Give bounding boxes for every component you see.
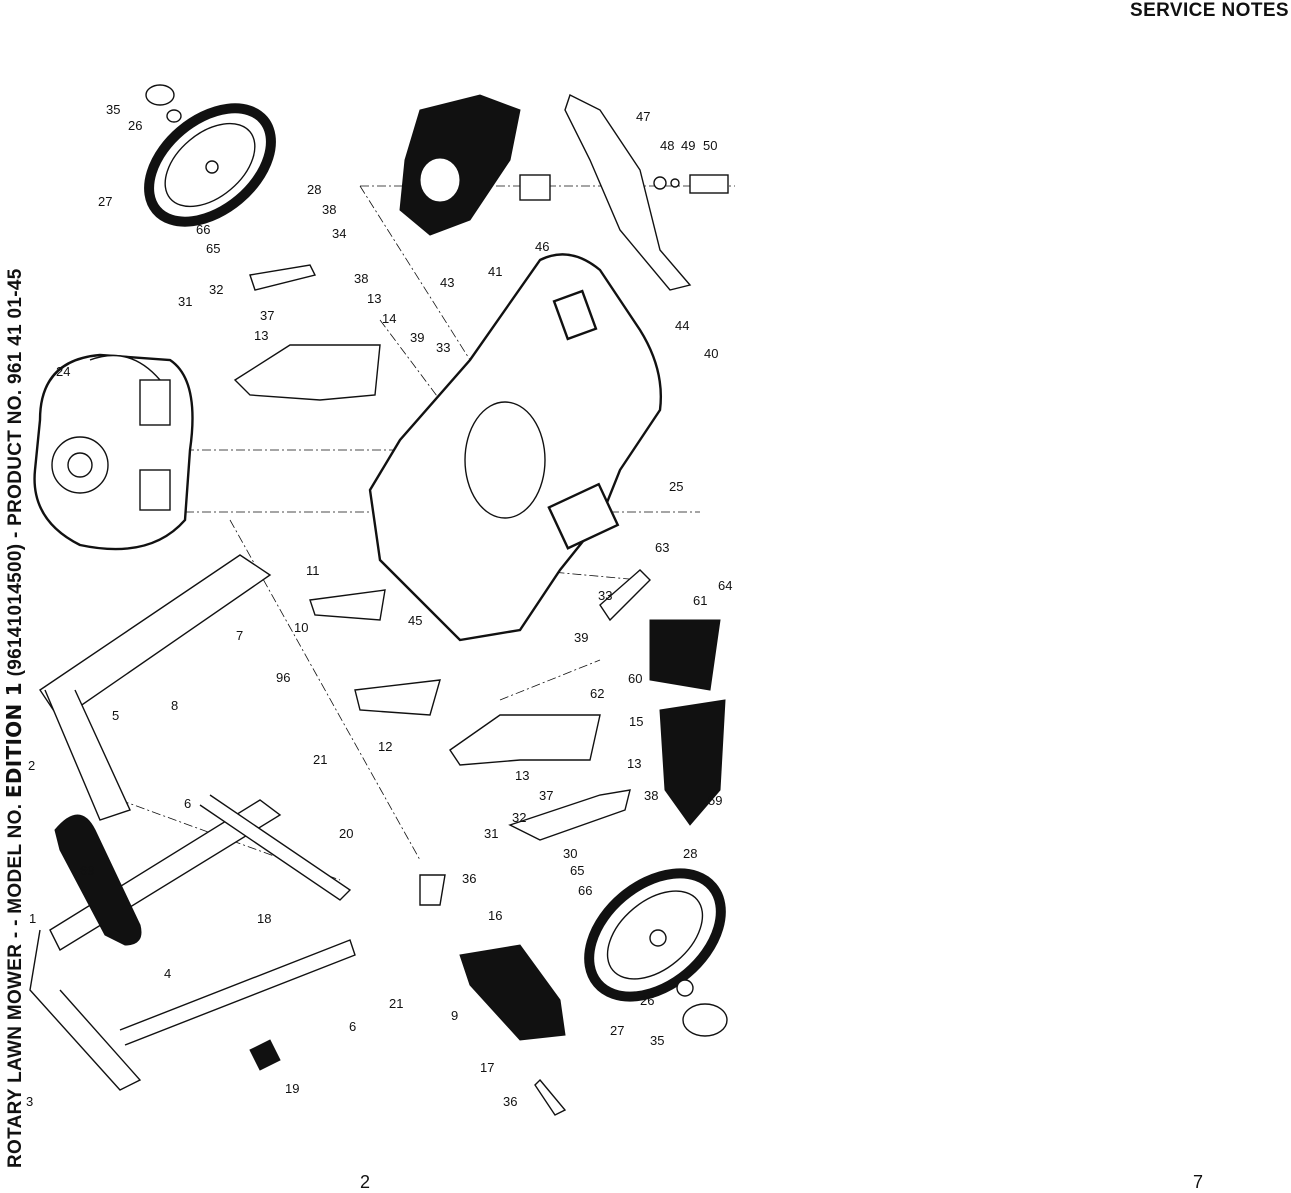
- callout: 38: [354, 271, 368, 286]
- callout: 61: [693, 593, 707, 608]
- callout: 46: [535, 239, 549, 254]
- callout: 11: [306, 563, 320, 578]
- callout: 27: [98, 194, 112, 209]
- callout: 13: [515, 768, 529, 783]
- plates: [309, 589, 441, 716]
- callout: 28: [683, 846, 697, 861]
- callout: 65: [206, 241, 220, 256]
- callout: 66: [196, 222, 210, 237]
- callout: 66: [578, 883, 592, 898]
- callout: 39: [574, 630, 588, 645]
- callout: 62: [590, 686, 604, 701]
- discharge-chute: [599, 569, 726, 826]
- callout: 6: [349, 1019, 356, 1034]
- callout: 19: [285, 1081, 299, 1096]
- callout: 31: [484, 826, 498, 841]
- callout: 26: [640, 993, 654, 1008]
- callout: 37: [539, 788, 553, 803]
- callout: 28: [307, 182, 321, 197]
- callout: 21: [313, 752, 327, 767]
- callout: 20: [339, 826, 353, 841]
- service-notes-page: SERVICE NOTES: [760, 0, 1291, 1191]
- callout: 17: [480, 1060, 494, 1075]
- callout: 50: [703, 138, 717, 153]
- callout: 36: [462, 871, 476, 886]
- callout: 6: [184, 796, 191, 811]
- callout: 41: [488, 264, 502, 279]
- callout: 59: [708, 793, 722, 808]
- rear-flap: [419, 874, 567, 1116]
- callout: 16: [488, 908, 502, 923]
- mower-deck: [368, 253, 662, 642]
- callout: 49: [681, 138, 695, 153]
- engine: [33, 353, 194, 551]
- callout: 9: [451, 1008, 458, 1023]
- callout: 65: [570, 863, 584, 878]
- callout: 35: [106, 102, 120, 117]
- callout: 69: [80, 863, 94, 878]
- parts-diagram-page: ROTARY LAWN MOWER - - MODEL NO. EDITION …: [2, 84, 735, 1192]
- callout: 3: [26, 1094, 33, 1109]
- handle-assembly: [29, 554, 356, 1091]
- callout: 15: [629, 714, 643, 729]
- callout: 8: [171, 698, 178, 713]
- callout: 38: [322, 202, 336, 217]
- callout: 30: [563, 846, 577, 861]
- callout: 33: [598, 588, 612, 603]
- callout: 14: [382, 311, 396, 326]
- callout: 63: [655, 540, 669, 555]
- callout-numbers: 35 26 27 66 65 28 38 34 31 32 37 13 38 1…: [26, 102, 732, 1109]
- callout: 31: [178, 294, 192, 309]
- callout: 24: [56, 364, 70, 379]
- callout: 32: [512, 810, 526, 825]
- callout: 45: [408, 613, 422, 628]
- blade: [519, 94, 729, 291]
- callout: 47: [636, 109, 650, 124]
- service-notes-heading: SERVICE NOTES: [1130, 0, 1289, 21]
- callout: 25: [669, 479, 683, 494]
- blade-adapter-housing: [399, 94, 521, 236]
- callout: 13: [254, 328, 268, 343]
- height-adjust-brackets: [233, 264, 631, 841]
- callout: 32: [209, 282, 223, 297]
- callout: 4: [164, 966, 171, 981]
- callout: 35: [650, 1033, 664, 1048]
- callout: 33: [436, 340, 450, 355]
- callout: 26: [128, 118, 142, 133]
- callout: 48: [660, 138, 674, 153]
- callout: 37: [260, 308, 274, 323]
- page-number-left: 2: [360, 1172, 371, 1192]
- callout: 43: [440, 275, 454, 290]
- callout: 1: [29, 911, 36, 926]
- callout: 5: [112, 708, 119, 723]
- callout: 34: [332, 226, 346, 241]
- callout: 12: [378, 739, 392, 754]
- callout: 13: [627, 756, 641, 771]
- callout: 38: [644, 788, 658, 803]
- callout: 27: [610, 1023, 624, 1038]
- callout: 64: [718, 578, 732, 593]
- exploded-parts-diagram: 35 26 27 66 65 28 38 34 31 32 37 13 38 1…: [26, 84, 735, 1116]
- front-wheel: [584, 868, 728, 1037]
- callout: 36: [503, 1094, 517, 1109]
- callout: 39: [410, 330, 424, 345]
- callout: 96: [276, 670, 290, 685]
- callout: 10: [294, 620, 308, 635]
- callout: 60: [628, 671, 642, 686]
- callout: 40: [704, 346, 718, 361]
- callout: 2: [28, 758, 35, 773]
- page-number-right: 7: [1193, 1172, 1204, 1192]
- callout: 21: [389, 996, 403, 1011]
- callout: 18: [257, 911, 271, 926]
- callout: 13: [367, 291, 381, 306]
- callout: 44: [675, 318, 689, 333]
- rear-wheel: [144, 84, 276, 227]
- callout: 7: [236, 628, 243, 643]
